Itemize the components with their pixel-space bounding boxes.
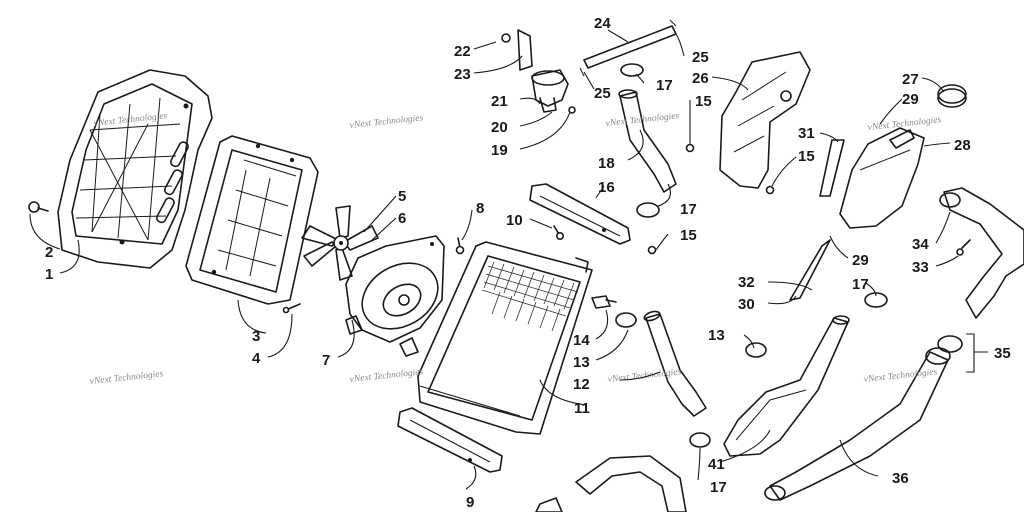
callout-15-mid: 15 [680,227,697,244]
callout-30: 30 [738,296,755,313]
callout-17-right: 17 [852,276,869,293]
watermark: vNext Technologies [93,111,168,129]
callout-25-right: 25 [692,49,709,66]
fitting-part-14 [591,295,617,309]
callout-17-mid: 17 [680,201,697,218]
callout-26: 26 [692,70,709,87]
callout-36: 36 [892,470,909,487]
clamp-part-35 [937,335,963,353]
screw-part-15 [647,143,775,255]
screw-part-2 [28,201,49,213]
fan-shroud-part-7 [345,235,445,357]
fan-blade-part-5 [301,205,379,281]
bracket-part-23 [517,29,533,71]
callout-16: 16 [598,179,615,196]
hose-part-18 [618,89,677,193]
pipe-part-41 [723,315,850,457]
clamp-part-17 [620,63,888,448]
clamp-part-13 [615,312,767,358]
hose-part-36 [764,347,951,501]
callout-19: 19 [491,142,508,159]
callout-20: 20 [491,119,508,136]
callout-15-right: 15 [798,148,815,165]
radiator-part-11 [417,241,593,435]
callout-41: 41 [708,456,725,473]
leader-lines [29,29,988,490]
bracket-part-9 [397,407,503,473]
callout-4: 4 [252,350,261,367]
callout-10: 10 [506,212,523,229]
callout-3: 3 [252,328,260,345]
bracket-part-16 [529,183,631,245]
callout-7: 7 [322,352,330,369]
callout-23: 23 [454,66,471,83]
callout-labels: 2 1 3 4 5 6 7 8 9 10 11 12 13 13 14 15 1… [45,15,1011,511]
shroud-part-1 [57,69,213,269]
callout-8: 8 [476,200,484,217]
callout-25-left: 25 [594,85,611,102]
callout-33: 33 [912,259,929,276]
screw-part-19 [568,106,576,114]
screw-part-33 [956,239,971,256]
callout-2: 2 [45,244,53,261]
callout-14: 14 [573,332,590,349]
callout-1: 1 [45,266,53,283]
screw-part-10 [553,225,564,241]
callout-28: 28 [954,137,971,154]
callout-35: 35 [994,345,1011,362]
hose-part-32 [789,239,831,301]
callout-15-top: 15 [695,93,712,110]
callout-32: 32 [738,274,755,291]
callout-5: 5 [398,188,406,205]
callout-9: 9 [466,494,474,511]
hose-part-12 [643,310,707,417]
callout-18: 18 [598,155,615,172]
callout-11: 11 [574,400,590,417]
screen-frame-part-3 [185,135,319,305]
watermark: vNext Technologies [349,367,424,385]
callout-6: 6 [398,210,406,227]
callout-17-bottom: 17 [710,479,727,496]
callout-24: 24 [594,15,611,32]
watermark: vNext Technologies [863,367,938,385]
elbow-part-34 [939,187,1024,319]
callout-29-top: 29 [902,91,919,108]
callout-31: 31 [798,125,815,142]
cover-part-26 [719,51,811,189]
callout-17-top: 17 [656,77,673,94]
callout-29-bottom: 29 [852,252,869,269]
watermark: vNext Technologies [607,367,682,385]
watermark: vNext Technologies [349,113,424,131]
cap-part-27 [937,84,967,108]
tube-part-31 [819,139,845,197]
callout-12: 12 [573,376,590,393]
callout-13-lower: 13 [573,354,590,371]
hose-bottom [535,455,687,512]
callout-13-right: 13 [708,327,725,344]
callout-22: 22 [454,43,471,60]
screw-part-8 [455,237,465,255]
callout-34: 34 [912,236,929,253]
callout-21: 21 [491,93,508,110]
callout-27: 27 [902,71,919,88]
cap-part-22 [501,33,511,43]
screw-part-4 [282,303,301,314]
reservoir-part-28 [839,127,925,229]
watermark: vNext Technologies [89,369,164,387]
thermostat-housing-part-21 [531,69,569,113]
